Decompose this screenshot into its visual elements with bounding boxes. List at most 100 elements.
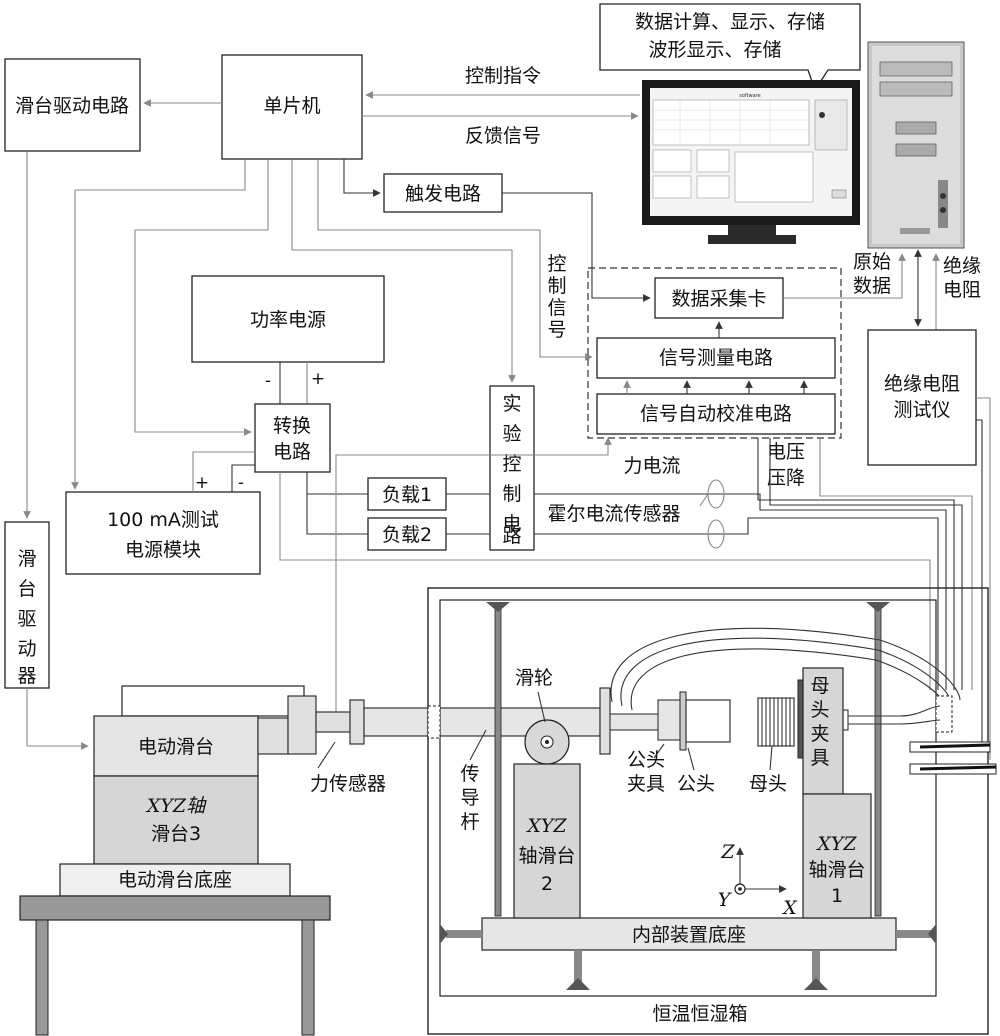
- xyz3-label-1: XYZ轴: [145, 795, 207, 817]
- daq-card-box: [654, 277, 784, 319]
- xyz2-label-1: XYZ: [525, 815, 567, 837]
- experiment-control-label: 实 验 控 制 电 路: [502, 393, 521, 535]
- switch-circuit-label-2: 电路: [273, 441, 311, 463]
- svg-text:传: 传: [460, 763, 479, 785]
- svg-text:电: 电: [502, 513, 521, 535]
- force-sensor-label: 力传感器: [310, 773, 386, 795]
- inner-base-box: [481, 917, 897, 951]
- insulation-label-2: 电阻: [943, 279, 981, 301]
- svg-text:信: 信: [547, 297, 566, 319]
- trigger-circuit-box: [383, 173, 503, 213]
- svg-text:控: 控: [502, 453, 521, 475]
- slide-base-box: [59, 863, 291, 897]
- svg-text:具: 具: [810, 747, 829, 769]
- svg-text:验: 验: [502, 423, 521, 445]
- callout-line-1: 数据计算、显示、存储: [635, 11, 825, 33]
- svg-text:制: 制: [502, 483, 521, 505]
- female-clamp-label: 母 头 夹 具: [810, 675, 829, 769]
- slide-base-label: 电动滑台底座: [118, 869, 232, 891]
- axis-y-label: Y: [718, 889, 733, 911]
- svg-text:制: 制: [547, 275, 566, 297]
- electric-slide-label: 电动滑台: [138, 736, 214, 758]
- rod-label: 传 导 杆: [460, 763, 479, 833]
- svg-text:头: 头: [810, 699, 829, 721]
- svg-text:驱: 驱: [17, 608, 36, 630]
- electric-slide-box: [93, 715, 259, 777]
- svg-text:器: 器: [17, 665, 36, 687]
- test-power-module-box: [65, 491, 261, 575]
- axis-x-label: X: [781, 897, 798, 919]
- svg-text:滑: 滑: [17, 548, 36, 570]
- xyz3-label-2: 滑台3: [151, 823, 201, 845]
- switch-circuit-box: [254, 403, 331, 473]
- chamber-outer: [427, 587, 989, 1035]
- control-command-label: 控制指令: [465, 65, 541, 87]
- xyz3-box: [93, 775, 259, 865]
- svg-text:母: 母: [810, 675, 829, 697]
- insulation-tester-label-2: 测试仪: [893, 399, 950, 421]
- probe-2: [909, 763, 997, 775]
- pulley-label: 滑轮: [515, 667, 553, 689]
- coordinate-axes: Z Y X: [718, 841, 799, 919]
- xyz1-label-1: XYZ: [815, 833, 857, 855]
- svg-text:导: 导: [460, 787, 479, 809]
- slide-driver-label: 滑 台 驱 动 器: [17, 548, 36, 687]
- female-connector: [757, 697, 795, 747]
- axis-z-label: Z: [720, 841, 735, 863]
- experiment-control-box: [489, 385, 535, 551]
- svg-text:控: 控: [547, 253, 566, 275]
- voltage-drop-label-1: 电压: [767, 441, 805, 463]
- male-clamp-label-1: 公头: [627, 749, 665, 771]
- power-plus-label: +: [311, 369, 325, 389]
- chamber-inner: [439, 599, 937, 997]
- xyz2-label-2: 轴滑台: [518, 845, 575, 867]
- male-clamp-label-2: 夹具: [627, 773, 665, 795]
- slide-drive-circuit-box: [4, 58, 141, 152]
- xyz2-label-3: 2: [541, 873, 553, 895]
- chamber-label: 恒温恒湿箱: [652, 1003, 747, 1025]
- signal-measure-label: 信号测量电路: [659, 347, 773, 369]
- daq-card-label: 数据采集卡: [671, 288, 766, 310]
- slide-driver-box: [4, 521, 50, 689]
- software-callout: 数据计算、显示、存储 波形显示、存储: [599, 3, 861, 92]
- auto-calib-label: 信号自动校准电路: [640, 403, 792, 425]
- load2-label: 负载2: [382, 524, 432, 546]
- insulation-tester-box: [867, 329, 977, 466]
- monitor: software: [642, 80, 860, 244]
- xyz1-box: [802, 793, 872, 919]
- callout-line-2: 波形显示、存储: [648, 39, 781, 61]
- xyz1-label-3: 1: [831, 885, 843, 907]
- load1-label: 负载1: [382, 484, 432, 506]
- xyz1-label-2: 轴滑台: [808, 859, 865, 881]
- svg-text:台: 台: [17, 578, 36, 600]
- inner-base-label: 内部装置底座: [632, 924, 746, 946]
- svg-text:杆: 杆: [460, 811, 479, 833]
- svg-text:software: software: [739, 93, 760, 99]
- power-minus-label: -: [265, 371, 271, 391]
- hall-sensor-2: [707, 519, 725, 549]
- power-supply-label: 功率电源: [250, 309, 326, 331]
- signal-measure-box: [596, 337, 836, 379]
- table-top: [19, 895, 331, 921]
- male-connector: [685, 699, 731, 743]
- force-current-label: 力电流: [623, 455, 680, 477]
- mcu-label: 单片机: [263, 95, 320, 117]
- control-signal-label: 控 制 信 号: [547, 253, 566, 341]
- insulation-tester-label-1: 绝缘电阻: [884, 373, 960, 395]
- male-label: 公头: [677, 773, 715, 795]
- probe-1: [909, 741, 991, 753]
- raw-data-label-2: 数据: [853, 275, 891, 297]
- test-power-module-label-1: 100 mA测试: [107, 509, 219, 531]
- slide-drive-circuit-label: 滑台驱动电路: [15, 95, 129, 117]
- auto-calib-box: [596, 393, 836, 435]
- female-label: 母头: [749, 773, 787, 795]
- experiment-control-last: 路: [502, 525, 521, 547]
- test-power-module-label-2: 电源模块: [125, 539, 201, 561]
- pc-tower: [867, 41, 965, 249]
- raw-data-label-1: 原始: [853, 251, 891, 273]
- trigger-circuit-label: 触发电路: [405, 183, 481, 205]
- module-minus-label: -: [238, 473, 244, 493]
- feedback-signal-label: 反馈信号: [465, 125, 541, 147]
- svg-text:号: 号: [547, 319, 566, 341]
